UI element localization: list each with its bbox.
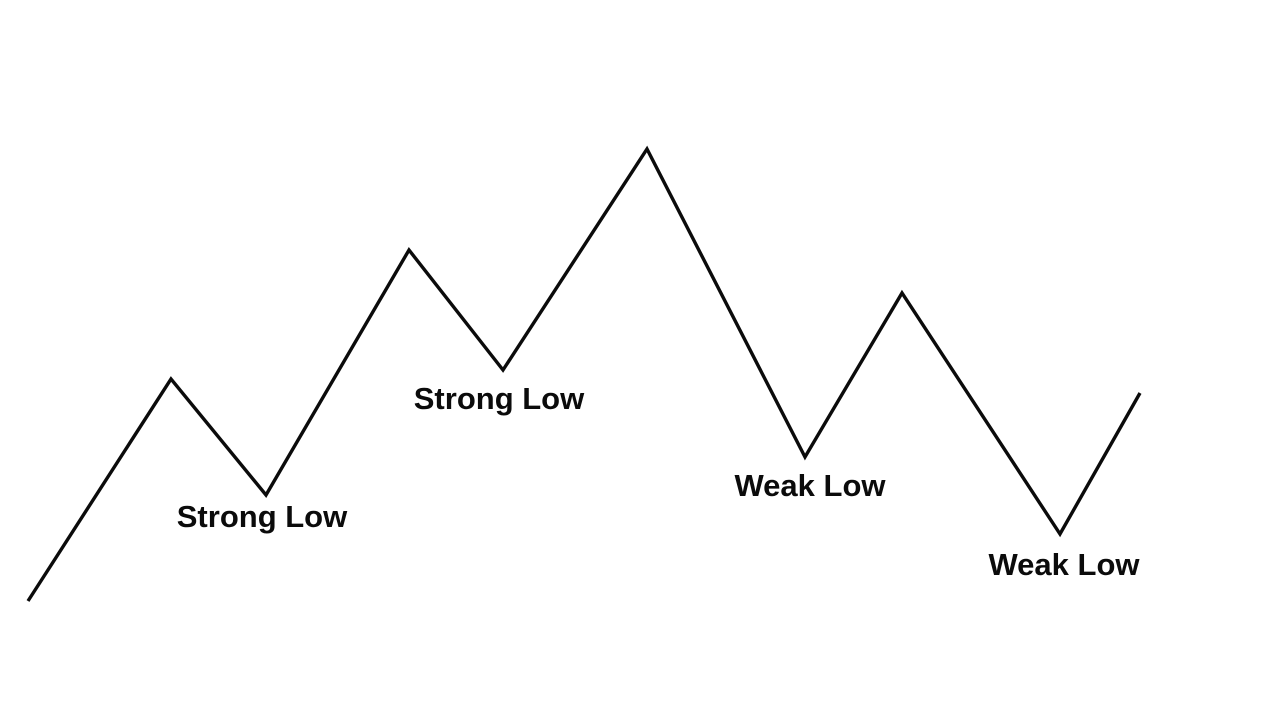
strong-low-label-2: Strong Low: [413, 381, 585, 416]
price-zigzag-line: [26, 145, 1142, 602]
weak-low-label-1: Weak Low: [734, 468, 886, 503]
weak-low-label-2: Weak Low: [988, 547, 1140, 582]
strong-low-label-1: Strong Low: [176, 499, 348, 534]
